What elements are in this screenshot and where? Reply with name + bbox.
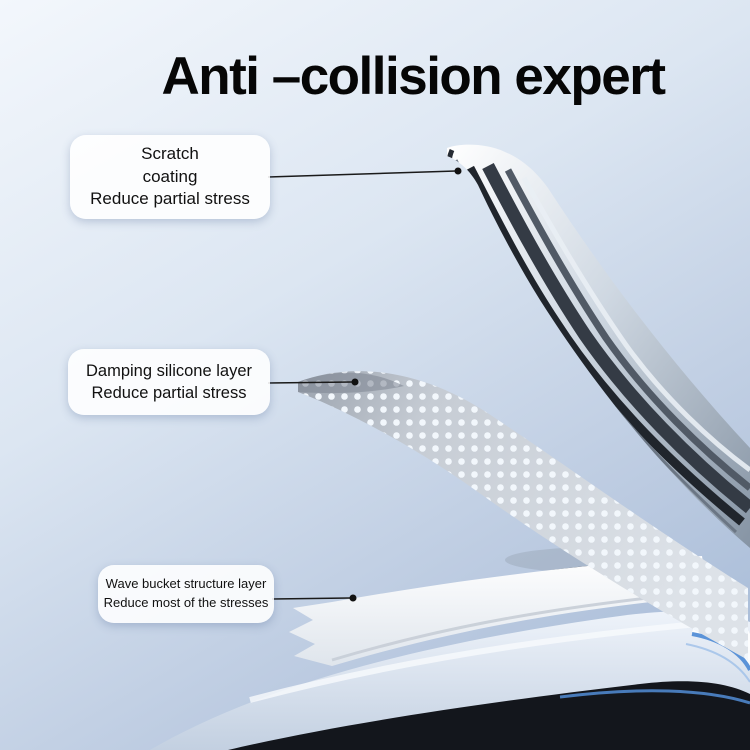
callout-scratch-line-1: Scratch [141, 144, 199, 164]
callout-leader-dots [349, 167, 462, 602]
callout-leader-lines [267, 170, 457, 600]
callout-damping-line-1: Damping silicone layer [86, 361, 252, 380]
callout-scratch-coating: Scratch coating Reduce partial stress [70, 135, 270, 219]
callout-scratch-line-2: coating [142, 166, 198, 186]
page-title: Anti –collision expert [161, 46, 666, 106]
damping-silicone-layer-illustration [298, 371, 748, 660]
callout-wave-line-2: Reduce most of the stresses [103, 595, 269, 610]
callout-damping-silicone: Damping silicone layer Reduce partial st… [68, 349, 270, 415]
callout-wave-bucket: Wave bucket structure layer Reduce most … [98, 565, 274, 623]
phone-body-illustration [150, 610, 750, 750]
callout-wave-line-1: Wave bucket structure layer [105, 576, 267, 592]
callout-damping-line-2: Reduce partial stress [91, 384, 247, 402]
callout-scratch-line-3: Reduce partial stress [90, 189, 250, 209]
